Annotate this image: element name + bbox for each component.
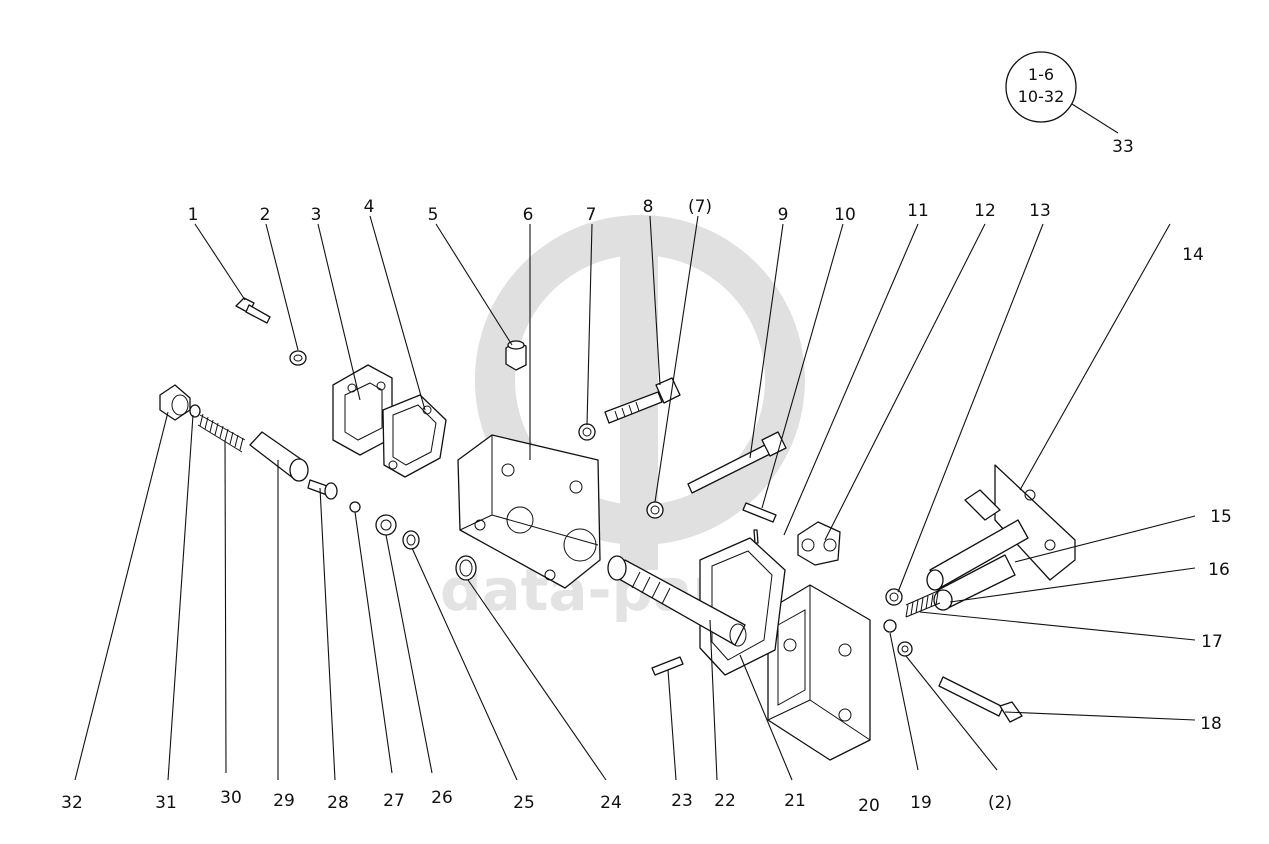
part-label-4: 4 (364, 197, 375, 217)
part-29-sleeve (249, 431, 309, 482)
part-23-pin (651, 656, 684, 676)
part-label-24: 24 (600, 793, 622, 813)
part-label-22: 22 (714, 791, 736, 811)
part-label-31: 31 (155, 793, 177, 813)
part-4-gasket (382, 394, 447, 478)
part-label-19: 19 (910, 793, 932, 813)
part-label-16: 16 (1208, 560, 1230, 580)
part-label-5: 5 (428, 205, 439, 225)
part-7-washer (578, 423, 596, 441)
part-5-plug (505, 340, 527, 371)
part-28-screw (307, 479, 338, 500)
callout-line-2: 10-32 (1018, 87, 1065, 106)
part-27-ball (349, 501, 361, 513)
part-label-20: 20 (858, 796, 880, 816)
part-label-13: 13 (1029, 201, 1051, 221)
part-label-12: 12 (974, 201, 996, 221)
part-30-spring (197, 413, 246, 453)
part-21-gasket (699, 537, 786, 676)
part-label-9: 9 (778, 205, 789, 225)
part-label-32: 32 (61, 793, 83, 813)
part-19-ball (883, 619, 897, 633)
part-25-ring (402, 530, 420, 550)
part-label-11: 11 (907, 201, 929, 221)
part-label-23: 23 (671, 791, 693, 811)
part-label-26: 26 (431, 788, 453, 808)
part-2-washer (289, 350, 307, 366)
part-label-3: 3 (311, 205, 322, 225)
part-label-10: 10 (834, 205, 856, 225)
part-label-27: 27 (383, 791, 405, 811)
part-9-long-bolt (687, 431, 787, 494)
part-11-pin (753, 529, 759, 544)
part-label-17: 17 (1201, 632, 1223, 652)
leader-lines (74, 215, 1196, 781)
part-label-1: 1 (188, 205, 199, 225)
part-16-sleeve (933, 554, 1016, 611)
part-6-valve-body (457, 434, 601, 589)
callout-line-1: 1-6 (1028, 65, 1054, 84)
part-label-33: 33 (1112, 137, 1134, 157)
part-18-bolt (938, 676, 1023, 723)
part-label-7: 7 (586, 205, 597, 225)
part-label-30: 30 (220, 788, 242, 808)
part-1-screw (235, 297, 271, 324)
part-12-lever (797, 521, 841, 566)
part-label-21: 21 (784, 791, 806, 811)
part-2b-washer (897, 641, 913, 657)
part-label-18: 18 (1200, 714, 1222, 734)
part-10-pin (742, 502, 777, 523)
part-label-7b: (7) (688, 197, 712, 217)
part-26-nut (375, 514, 397, 536)
part-32-cap (159, 384, 191, 421)
part-7b-washer (646, 501, 664, 519)
part-17-spring (905, 589, 941, 618)
kit-callout: 1-6 10-32 33 (1005, 51, 1134, 157)
part-13-washer (885, 588, 903, 606)
part-15-shaft (926, 519, 1029, 591)
part-label-15: 15 (1210, 507, 1232, 527)
part-31-ring (189, 404, 201, 418)
part-label-6: 6 (523, 205, 534, 225)
part-22-spool (607, 555, 747, 647)
part-label-25: 25 (513, 793, 535, 813)
part-label-2: 2 (260, 205, 271, 225)
part-8-bolt (604, 377, 681, 424)
part-label-29: 29 (273, 791, 295, 811)
part-20-housing (767, 584, 871, 761)
part-label-2b: (2) (988, 793, 1012, 813)
part-labels: 1 2 3 4 5 6 7 8 (7) 9 10 11 12 13 14 15 … (61, 197, 1232, 816)
part-label-28: 28 (327, 793, 349, 813)
part-label-8: 8 (643, 197, 654, 217)
part-24-oring (455, 555, 477, 581)
part-label-14: 14 (1182, 245, 1204, 265)
